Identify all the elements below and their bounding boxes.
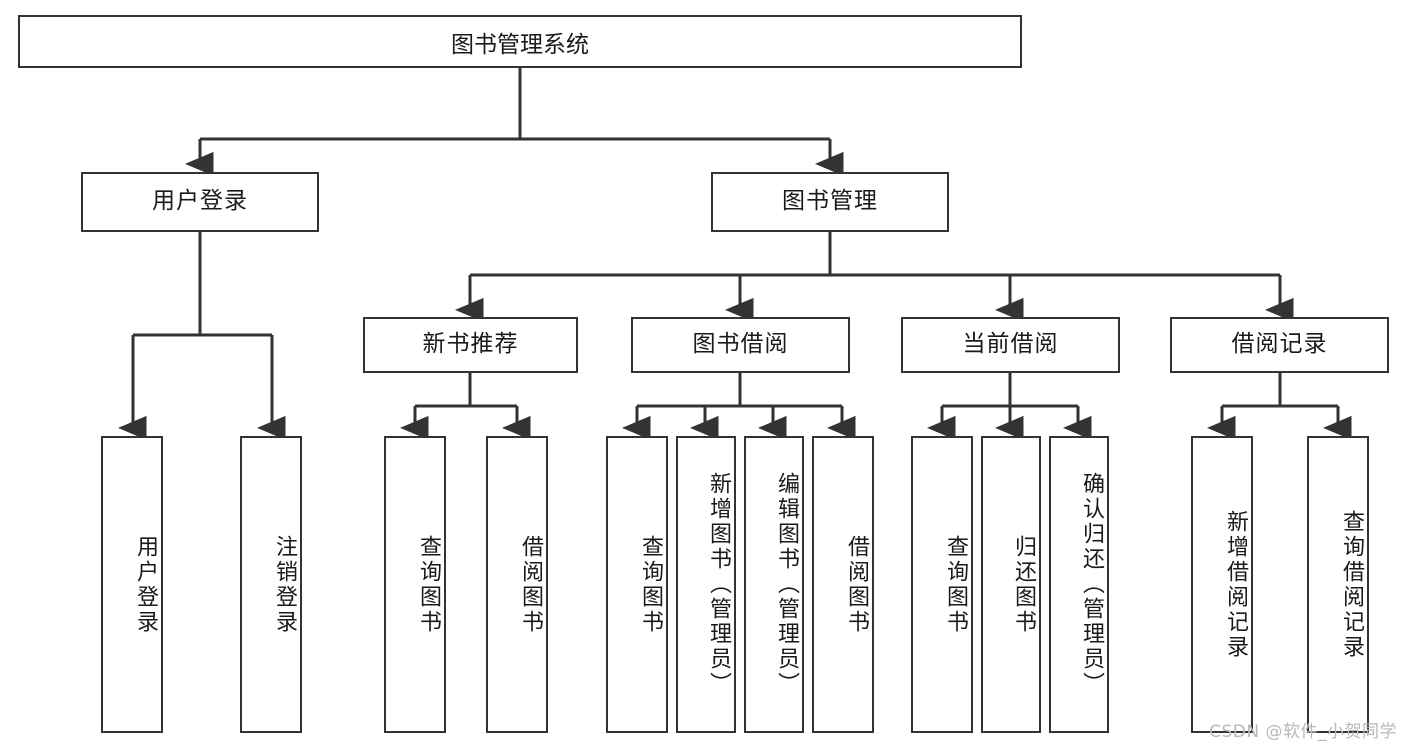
node-label: 查询图书: [416, 534, 441, 635]
node-leaf-user-login[interactable]: 用户登录: [101, 436, 163, 733]
node-leaf-query-book-recommend[interactable]: 查询图书: [384, 436, 446, 733]
node-label: 新书推荐: [422, 331, 519, 358]
node-new-book-recommend[interactable]: 新书推荐: [363, 317, 578, 373]
node-label: 查询图书: [943, 534, 968, 635]
node-leaf-query-book-current[interactable]: 查询图书: [911, 436, 973, 733]
node-current-borrow[interactable]: 当前借阅: [901, 317, 1120, 373]
node-leaf-edit-book-admin[interactable]: 编辑图书（管理员）: [744, 436, 804, 733]
node-label: 借阅图书: [518, 534, 543, 635]
node-label: 用户登录: [152, 188, 248, 215]
node-label: 确认归还（管理员）: [1079, 472, 1104, 697]
node-label: 借阅图书: [844, 534, 869, 635]
node-root-book-management-system[interactable]: 图书管理系统: [18, 15, 1022, 68]
node-label: 查询图书: [638, 534, 663, 635]
node-user-login[interactable]: 用户登录: [81, 172, 319, 232]
node-label: 查询借阅记录: [1339, 509, 1364, 660]
node-label: 当前借阅: [962, 331, 1059, 358]
node-leaf-add-book-admin[interactable]: 新增图书（管理员）: [676, 436, 736, 733]
node-label: 注销登录: [272, 534, 297, 635]
node-leaf-return-book[interactable]: 归还图书: [981, 436, 1041, 733]
watermark-text: CSDN @软件_小贺同学: [1209, 722, 1397, 742]
node-book-borrow[interactable]: 图书借阅: [631, 317, 850, 373]
node-label: 图书管理: [782, 188, 878, 215]
node-leaf-query-book-borrow[interactable]: 查询图书: [606, 436, 668, 733]
node-label: 图书管理系统: [451, 31, 589, 58]
node-label: 归还图书: [1011, 534, 1036, 635]
node-label: 借阅记录: [1231, 331, 1328, 358]
node-book-management[interactable]: 图书管理: [711, 172, 949, 232]
node-borrow-record[interactable]: 借阅记录: [1170, 317, 1389, 373]
node-label: 用户登录: [133, 534, 158, 635]
node-leaf-confirm-return-admin[interactable]: 确认归还（管理员）: [1049, 436, 1109, 733]
node-leaf-logout[interactable]: 注销登录: [240, 436, 302, 733]
node-label: 图书借阅: [692, 331, 789, 358]
node-leaf-query-borrow-record[interactable]: 查询借阅记录: [1307, 436, 1369, 733]
node-label: 新增图书（管理员）: [706, 472, 731, 697]
node-label: 编辑图书（管理员）: [774, 472, 799, 697]
node-label: 新增借阅记录: [1223, 509, 1248, 660]
node-leaf-borrow-book[interactable]: 借阅图书: [812, 436, 874, 733]
node-leaf-borrow-book-recommend[interactable]: 借阅图书: [486, 436, 548, 733]
node-leaf-add-borrow-record[interactable]: 新增借阅记录: [1191, 436, 1253, 733]
